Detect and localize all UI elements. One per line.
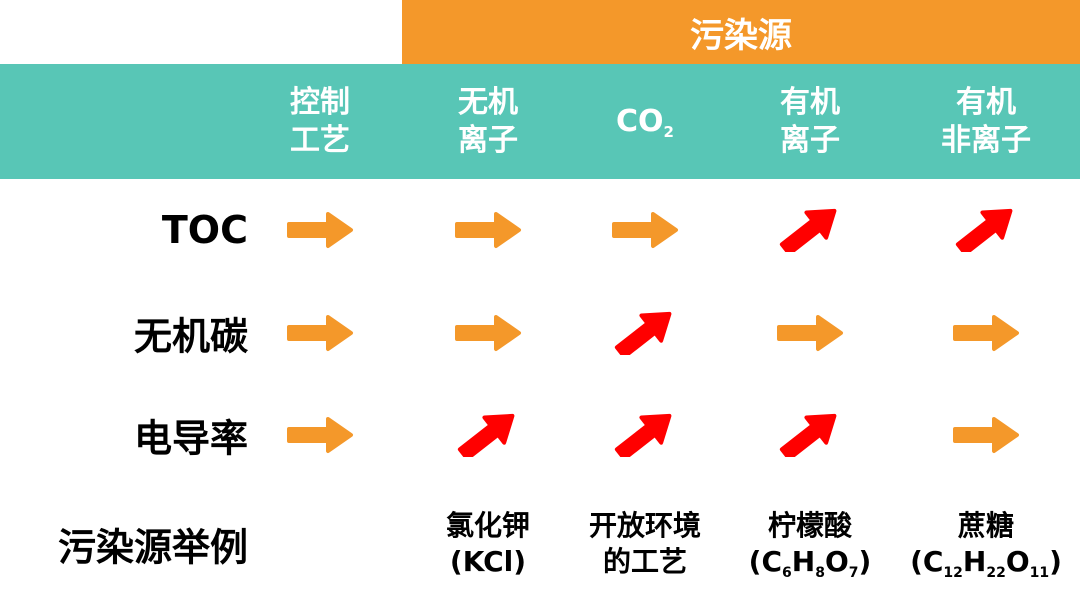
column-header-subscript: 2 [663, 123, 674, 141]
example-formula: 的工艺 [602, 545, 688, 578]
example-formula: (KCl) [449, 545, 527, 578]
formula-text: O [1005, 545, 1030, 578]
column-header: 无机离子 [458, 84, 518, 160]
arrow-right-icon [953, 315, 1019, 351]
example-name: 开放环境 [588, 509, 702, 542]
row-label: TOC [161, 208, 248, 252]
column-header-line: 工艺 [290, 123, 350, 158]
formula-text: H [962, 545, 987, 578]
example-item: 开放环境的工艺 [589, 508, 701, 580]
formula-subscript: 8 [815, 565, 825, 581]
column-header-line: 无机 [458, 85, 518, 120]
column-header-text: CO [616, 104, 664, 139]
formula-text: H [791, 545, 816, 578]
formula-subscript: 11 [1029, 565, 1050, 581]
example-name: 柠檬酸 [767, 509, 852, 542]
example-formula: (C12H22O11) [910, 544, 1062, 591]
arrow-up-right-icon [955, 208, 1013, 252]
column-header-line: 非离子 [941, 123, 1031, 158]
example-formula: (C6H8O7) [749, 544, 872, 591]
formula-subscript: 22 [986, 565, 1006, 581]
arrow-right-icon [287, 315, 353, 351]
arrow-right-icon [455, 212, 521, 248]
arrow-right-icon [612, 212, 678, 248]
arrow-right-icon [777, 315, 843, 351]
column-header-line: 有机 [956, 85, 1016, 120]
formula-text: (C [748, 545, 783, 578]
column-header-line: 有机 [780, 85, 840, 120]
row-label: 电导率 [133, 416, 248, 461]
arrow-right-icon [287, 212, 353, 248]
column-header-line: 离子 [780, 123, 840, 158]
column-header-co2: CO2 [616, 104, 674, 141]
example-name: 氯化钾 [445, 509, 531, 542]
column-header-band [0, 64, 1080, 179]
formula-text: O [824, 545, 849, 578]
row-label: 无机碳 [133, 314, 248, 359]
column-header-line: 离子 [458, 123, 518, 158]
pollution-source-header: 污染源 [402, 0, 1080, 64]
arrow-up-right-icon [779, 413, 837, 457]
arrow-up-right-icon [779, 208, 837, 252]
arrow-up-right-icon [614, 311, 672, 355]
formula-subscript: 12 [943, 565, 963, 581]
arrow-right-icon [953, 417, 1019, 453]
example-item: 蔗糖(C12H22O11) [910, 508, 1062, 591]
formula-text: (C [910, 545, 944, 578]
example-item: 柠檬酸(C6H8O7) [749, 508, 872, 591]
column-header-line: 控制 [290, 85, 350, 120]
arrow-right-icon [287, 417, 353, 453]
pollution-source-title: 污染源 [690, 15, 792, 56]
formula-text: ) [1049, 545, 1062, 578]
formula-subscript: 7 [848, 565, 859, 581]
examples-label: 污染源举例 [57, 525, 248, 570]
column-header: 有机非离子 [941, 84, 1031, 160]
column-header: 有机离子 [780, 84, 840, 160]
arrow-right-icon [455, 315, 521, 351]
formula-text: ) [858, 545, 872, 578]
example-item: 氯化钾(KCl) [446, 508, 530, 580]
arrow-up-right-icon [457, 413, 515, 457]
column-header: 控制工艺 [290, 84, 350, 160]
arrow-up-right-icon [614, 413, 672, 457]
formula-subscript: 6 [782, 565, 792, 581]
example-name: 蔗糖 [957, 509, 1015, 542]
